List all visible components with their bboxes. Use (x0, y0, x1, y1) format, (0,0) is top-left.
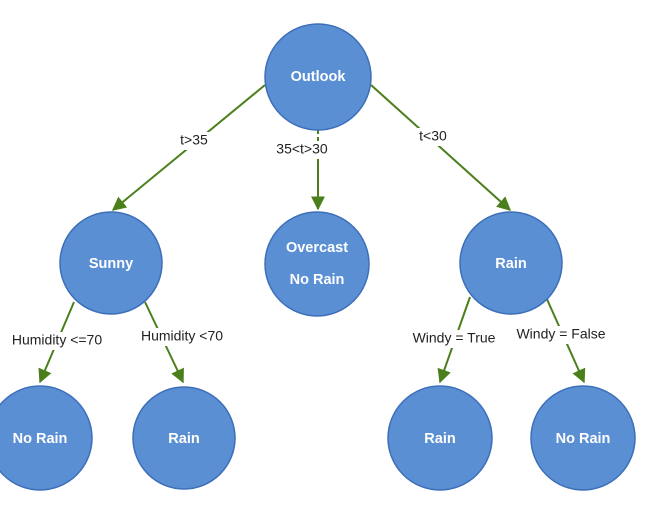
leaf-sunny-no-rain: No Rain (0, 385, 93, 491)
node-outlook: Outlook (264, 23, 372, 131)
leaf-sunny-rain: Rain (132, 386, 236, 490)
node-rain-label: Rain (495, 256, 526, 272)
edge-label-humidity-lte-70: Humidity <=70 (12, 332, 102, 348)
node-sunny-label: Sunny (89, 256, 133, 272)
edge-label-overcast-range: 35<t>30 (276, 141, 328, 157)
node-overcast-result: No Rain (290, 272, 345, 288)
edge-label-t-lt-30: t<30 (419, 128, 447, 144)
leaf-sunny-no-rain-label: No Rain (13, 431, 68, 447)
node-overcast: Overcast No Rain (264, 211, 370, 317)
edge-label-humidity-lt-70: Humidity <70 (141, 328, 223, 344)
leaf-rain-no-rain-label: No Rain (556, 431, 611, 447)
leaf-sunny-rain-label: Rain (168, 431, 199, 447)
edge-outlook-rain (370, 84, 512, 211)
leaf-rain-rain: Rain (387, 385, 493, 491)
edge-label-windy-false: Windy = False (516, 326, 605, 342)
leaf-rain-no-rain: No Rain (530, 385, 636, 491)
node-rain: Rain (459, 211, 563, 315)
node-outlook-label: Outlook (291, 69, 347, 85)
node-sunny: Sunny (59, 211, 163, 315)
edge-label-windy-true: Windy = True (413, 330, 496, 346)
edge-label-t-gt-35: t>35 (180, 132, 208, 148)
leaf-rain-rain-label: Rain (424, 431, 455, 447)
node-overcast-label: Overcast (286, 240, 348, 256)
